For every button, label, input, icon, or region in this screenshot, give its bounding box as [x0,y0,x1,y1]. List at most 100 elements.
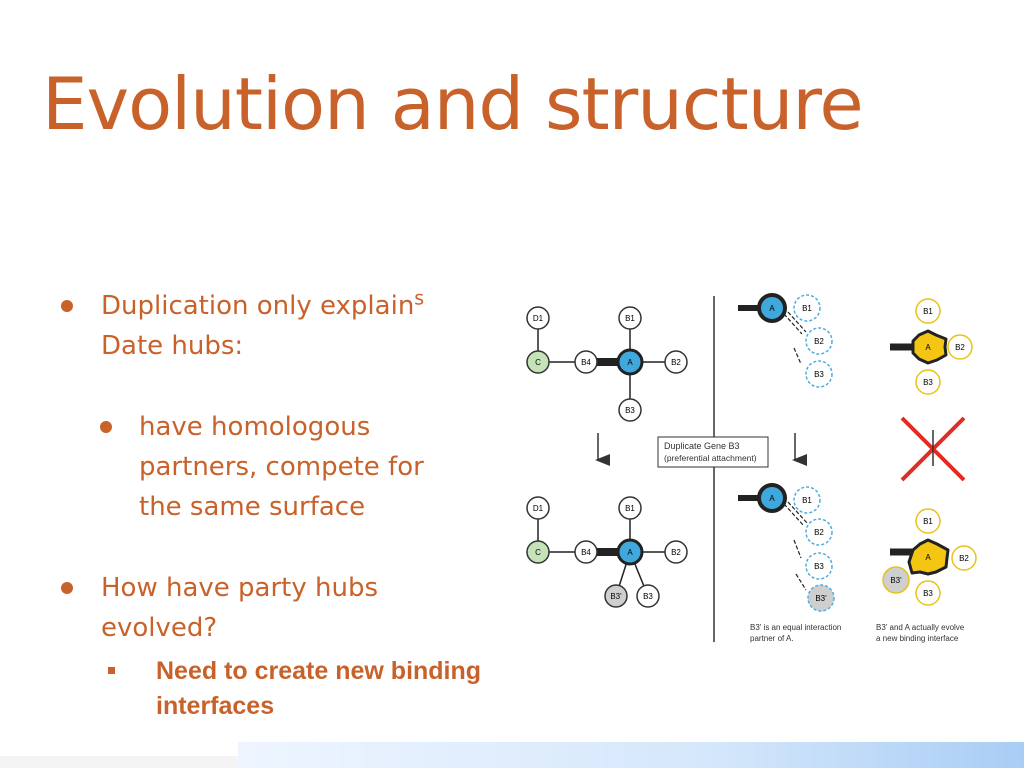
bullet-text: How have party hubs [101,573,379,603]
node-label: B4 [581,358,591,367]
node-b3 [805,360,833,388]
node-label: A [627,358,633,367]
caption-left: partner of A. [750,634,794,643]
node-label: B3' [815,594,827,603]
node-label: B3 [923,589,933,598]
node-label: A [925,343,931,352]
bullet-party-hubs: How have party hubs evolved? [101,568,378,648]
node-label: B3 [923,378,933,387]
bullet-text: Date hubs: [101,331,244,361]
node-d1 [526,496,550,520]
node-b2 [947,334,973,360]
node-a [907,538,950,576]
caption-right: a new binding interface [876,634,959,643]
node-b3 [618,398,642,422]
network-diagram: D1 C B4 A B1 B2 B3 Duplicate Gene B3 (pr… [518,290,998,650]
node-b1 [915,298,941,324]
node-b2 [805,518,833,546]
node-c [526,540,550,564]
node-b3 [915,580,941,606]
node-label: D1 [533,504,544,513]
bullet-duplication: Duplication only explains Date hubs: [101,286,424,366]
node-label: B2 [671,358,681,367]
node-label: B2 [959,554,969,563]
bullet-text: have homologous [139,412,371,442]
footer-gradient-bar [238,742,1024,768]
node-label: C [535,358,541,367]
node-label: B1 [802,304,812,313]
node-label: B1 [625,314,635,323]
node-b3 [805,552,833,580]
bullet-dot [61,582,73,594]
node-label: B3 [814,562,824,571]
box-label: (preferential attachment) [664,453,757,463]
node-b4 [574,350,598,374]
node-b1 [915,508,941,534]
node-b1 [618,496,642,520]
interface-after: A B1 B2 B3 B3' [738,483,835,612]
bullet-superscript: s [414,287,425,310]
caption-left: B3' is an equal interaction [750,623,841,632]
node-a [911,329,948,365]
node-label: C [535,548,541,557]
node-label: B1 [802,496,812,505]
node-c [526,350,550,374]
node-label: A [627,548,633,557]
node-label: B1 [923,307,933,316]
node-b2 [664,540,688,564]
node-label: A [769,304,775,313]
node-b2 [805,327,833,355]
node-b3 [915,369,941,395]
node-label: B1 [625,504,635,513]
bullet-list: Duplication only explains Date hubs: hav… [61,286,481,724]
node-d1 [526,306,550,330]
node-a [616,348,644,376]
node-label: B2 [671,548,681,557]
node-label: A [769,494,775,503]
node-b2 [664,350,688,374]
network-diagram-svg: D1 C B4 A B1 B2 B3 Duplicate Gene B3 (pr… [526,293,977,643]
node-label: B2 [955,343,965,352]
cross-icon [900,416,966,482]
node-label: B2 [814,337,824,346]
dashed-edge [783,501,809,591]
bullet-text: partners, compete for [139,452,424,482]
node-a [757,483,787,513]
node-label: B3 [814,370,824,379]
network-before: D1 C B4 A B1 B2 B3 [526,306,688,422]
node-b3-prime [807,584,835,612]
slide-title: Evolution and structure [42,62,864,146]
node-label: B3' [890,576,902,585]
yellow-hub-before: B1 B2 B3 A [890,298,973,395]
node-label: B4 [581,548,591,557]
yellow-hub-after: B1 B2 B3 B3' A [882,508,977,606]
node-b1 [618,306,642,330]
bullet-dot [100,421,112,433]
node-b1 [793,486,821,514]
interface-before: A B1 B2 B3 [738,293,833,388]
node-label: D1 [533,314,544,323]
footer-left-strip [0,756,238,768]
node-b2 [951,545,977,571]
duplicate-gene-box [657,436,769,468]
node-label: A [925,553,931,562]
node-a [616,538,644,566]
bullet-text: evolved? [101,613,218,643]
bullet-text: the same surface [139,492,366,522]
node-label: B3 [643,592,653,601]
node-b1 [793,294,821,322]
node-b3-prime [882,566,910,594]
bullet-text: Need to create new binding [156,657,482,685]
node-label: B1 [923,517,933,526]
bullet-text: Duplication only explain [101,291,415,321]
bullet-homologous: have homologous partners, compete for th… [139,407,424,527]
network-after: D1 C B4 A B1 B2 B3' B3 [526,496,688,608]
bullet-square [108,667,115,674]
node-b3-prime [604,584,628,608]
dashed-edge [783,311,807,365]
node-label: B3' [610,592,622,601]
box-label: Duplicate Gene B3 [664,441,740,451]
bullet-binding-interfaces: Need to create new binding interfaces [156,654,481,724]
caption-right: B3' and A actually evolve [876,623,965,632]
node-a [757,293,787,323]
